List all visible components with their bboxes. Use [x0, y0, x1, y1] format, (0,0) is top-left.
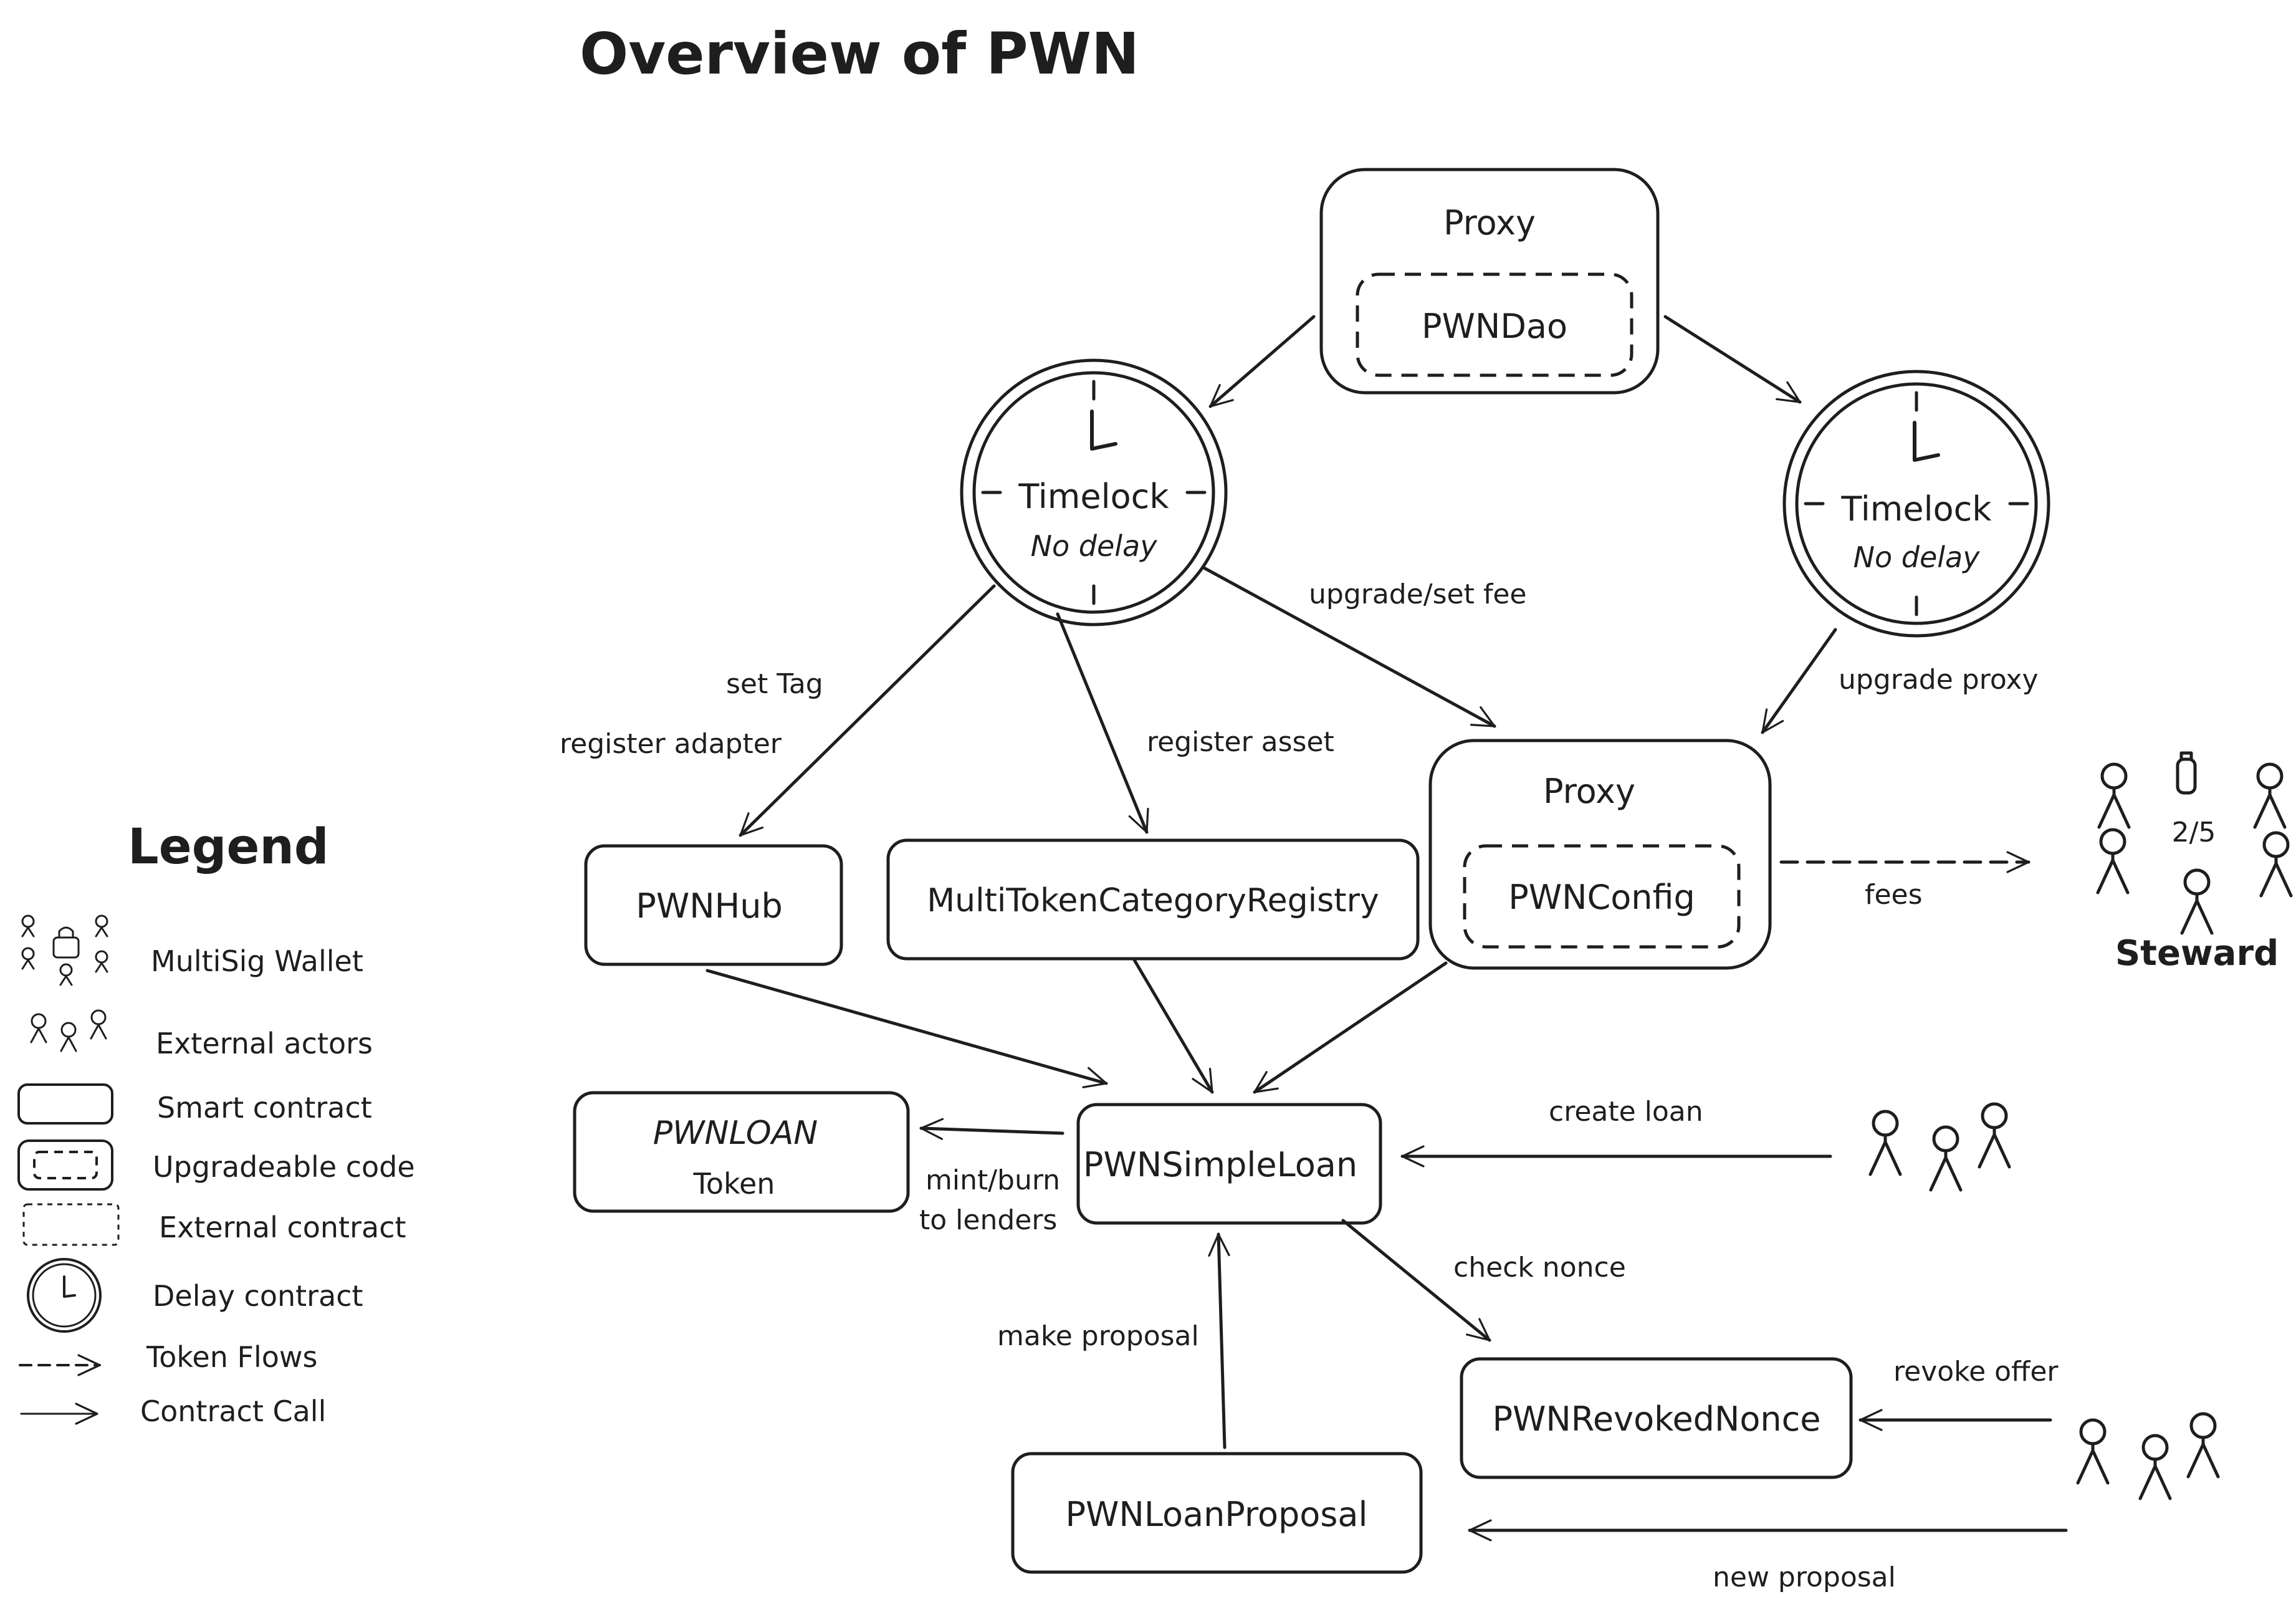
legend-label-smart-contract: Smart contract: [157, 1091, 372, 1125]
pwnloanproposal-node[interactable]: PWNLoanProposal: [1011, 1452, 1423, 1574]
edge-label-fees: fees: [1865, 879, 1923, 911]
arrow-dao-to-timelock-left: [1208, 315, 1316, 408]
legend-label-external-contract: External contract: [159, 1211, 406, 1244]
clock-hands-icon: [1090, 410, 1117, 451]
arrow-timelock-to-registry: [1056, 612, 1149, 834]
legend-label-actors: External actors: [156, 1027, 373, 1060]
arrow-timelock-to-config: [1201, 565, 1496, 728]
arrow-check-nonce: [1341, 1219, 1491, 1342]
arrow-timelock-right-to-config: [1761, 628, 1837, 734]
pwnsimpleloan-label: PWNSimpleLoan: [1083, 1145, 1357, 1184]
pwnloan-token-node[interactable]: PWNLOAN Token: [573, 1091, 910, 1213]
legend-label-token-flows: Token Flows: [146, 1340, 317, 1374]
pwnconfig-upgradeable-box: [1463, 844, 1741, 949]
upgradeable-icon: [17, 1139, 113, 1191]
legend-label-contract-call: Contract Call: [140, 1394, 326, 1428]
edge-label-mint-burn-1: mint/burn: [926, 1164, 1060, 1196]
external-actors-revoke[interactable]: [2078, 1414, 2218, 1499]
proxy-dao-label: Proxy: [1443, 203, 1536, 242]
arrow-timelock-to-hub: [739, 584, 996, 837]
edge-label-set-tag: set Tag: [726, 668, 823, 700]
proxy-config-label: Proxy: [1543, 772, 1635, 811]
smart-contract-icon: [17, 1083, 113, 1125]
arrow-registry-to-simpleloan: [1132, 958, 1214, 1094]
edge-label-check-nonce: check nonce: [1453, 1252, 1626, 1283]
legend-label-delay: Delay contract: [153, 1279, 363, 1313]
steward-label: Steward: [2115, 933, 2279, 974]
edge-label-mint-burn-2: to lenders: [919, 1204, 1057, 1236]
arrow-config-to-simpleloan: [1253, 961, 1448, 1094]
actors-icon: [30, 1009, 107, 1052]
arrow-make-proposal: [1208, 1232, 1230, 1449]
pwnsimpleloan-node[interactable]: PWNSimpleLoan: [1076, 1103, 1382, 1225]
timelock-left-label: Timelock: [1018, 477, 1169, 516]
arrow-dao-to-timelock-right: [1663, 315, 1802, 404]
registry-label: MultiTokenCategoryRegistry: [927, 882, 1379, 919]
legend-label-upgradeable: Upgradeable code: [153, 1150, 415, 1184]
pwnloan-sublabel: Token: [693, 1167, 775, 1201]
legend: Legend MultiSig Wallet External actors: [17, 819, 415, 1428]
timelock-left-sublabel: No delay: [1031, 529, 1158, 563]
pwnhub-node[interactable]: PWNHub: [584, 844, 843, 966]
legend-label-multisig: MultiSig Wallet: [151, 944, 363, 978]
timelock-right-node[interactable]: Timelock No delay: [1782, 370, 2050, 638]
pwnloanproposal-label: PWNLoanProposal: [1065, 1495, 1367, 1534]
edge-label-register-adapter: register adapter: [560, 728, 782, 760]
external-contract-icon: [22, 1203, 120, 1246]
pwndao-upgradeable-box: [1356, 272, 1634, 377]
steward-multisig[interactable]: 2/5 Steward: [2098, 751, 2291, 974]
pwnhub-label: PWNHub: [636, 886, 782, 926]
arrow-hub-to-simpleloan: [706, 969, 1108, 1088]
pwnrevokednonce-node[interactable]: PWNRevokedNonce: [1460, 1357, 1853, 1479]
diagram-title: Overview of PWN: [580, 21, 1139, 87]
timelock-left-node[interactable]: Timelock No delay: [960, 358, 1228, 626]
lock-icon: [2176, 751, 2197, 795]
timelock-right-sublabel: No delay: [1854, 540, 1981, 574]
registry-node[interactable]: MultiTokenCategoryRegistry: [886, 838, 1420, 961]
steward-threshold: 2/5: [2172, 817, 2216, 848]
arrow-mint-burn: [919, 1118, 1064, 1140]
legend-title: Legend: [128, 819, 329, 875]
pwnconfig-label: PWNConfig: [1508, 878, 1695, 917]
edges: [706, 315, 2068, 1542]
edge-label-upgrade-set-fee: upgrade/set fee: [1309, 578, 1527, 610]
edge-label-create-loan: create loan: [1549, 1096, 1703, 1128]
multisig-icon: [21, 914, 108, 986]
timelock-right-label: Timelock: [1840, 489, 1992, 529]
edge-label-new-proposal: new proposal: [1713, 1561, 1896, 1593]
edge-label-revoke-offer: revoke offer: [1893, 1356, 2059, 1388]
proxy-config-node[interactable]: Proxy PWNConfig: [1428, 739, 1772, 970]
external-actors-create[interactable]: [1870, 1104, 2009, 1190]
edge-label-upgrade-proxy: upgrade proxy: [1839, 664, 2038, 696]
pwnloan-label: PWNLOAN: [653, 1115, 818, 1152]
pwndao-label: PWNDao: [1422, 307, 1567, 346]
clock-icon: [27, 1258, 102, 1333]
clock-hands-icon: [1913, 421, 1940, 462]
edge-label-make-proposal: make proposal: [997, 1320, 1199, 1352]
edge-label-register-asset: register asset: [1147, 726, 1334, 758]
pwnrevokednonce-label: PWNRevokedNonce: [1492, 1399, 1820, 1439]
proxy-dao-node[interactable]: Proxy PWNDao: [1319, 168, 1660, 395]
